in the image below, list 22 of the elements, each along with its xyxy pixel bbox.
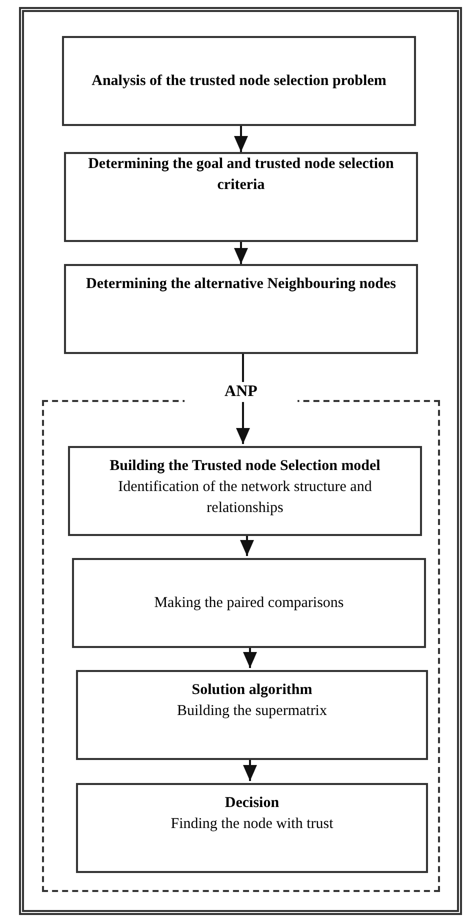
step-title: Decision — [224, 794, 280, 813]
step-title: Analysis of the trusted node selection problem — [92, 72, 386, 90]
process-box — [76, 670, 428, 760]
process-box — [68, 446, 422, 536]
step-text: Making the paired comparisons — [154, 594, 344, 612]
process-box — [64, 264, 418, 354]
arrow — [243, 646, 257, 668]
group-heading: ANP — [184, 382, 298, 402]
step-text: Building the Trusted node Selection model Identification of the network structure and relationships — [108, 457, 382, 518]
arrow — [243, 758, 257, 781]
step-title: Solution algorithm — [192, 681, 312, 700]
arrow — [240, 534, 254, 556]
step-text: Finding the node with trust — [170, 815, 334, 834]
process-box — [64, 152, 418, 242]
process-box — [72, 558, 426, 648]
step-text: Building the supermatrix — [177, 702, 327, 721]
step-title: Determining the alternative Neighbouring nodes — [86, 275, 396, 294]
arrow — [234, 242, 248, 264]
process-box — [62, 36, 416, 126]
step-title: Determining the goal and trusted node selection criteria — [87, 155, 395, 195]
process-box — [76, 783, 428, 873]
arrow — [234, 126, 248, 152]
